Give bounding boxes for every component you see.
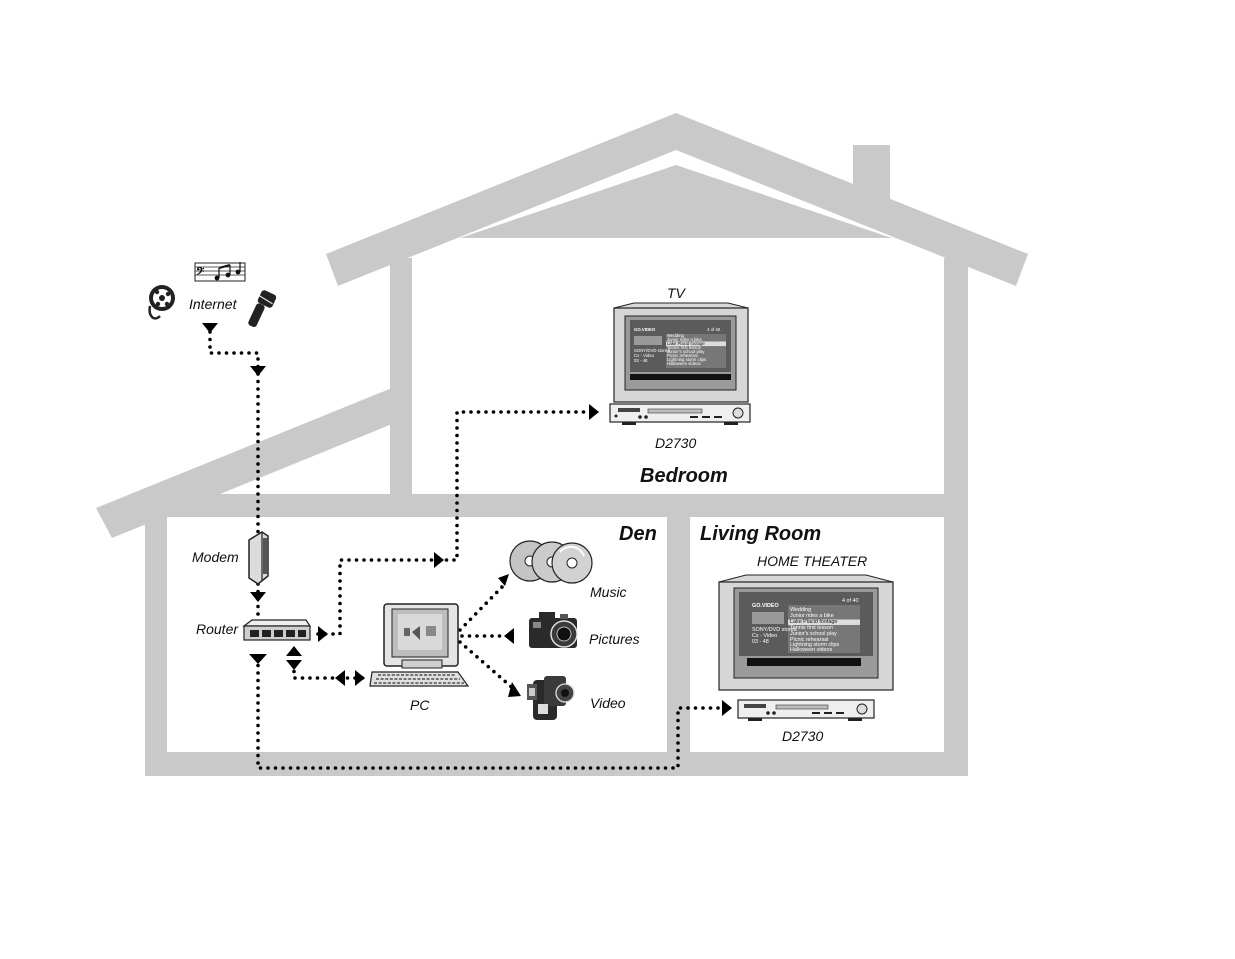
modem-label: Modem <box>192 549 239 565</box>
pictures-label: Pictures <box>589 631 640 647</box>
arrow-pc-up <box>286 646 302 656</box>
arrow-bedroom-player <box>589 404 599 420</box>
bedroom-label: Bedroom <box>640 465 728 487</box>
ht-menu-brand: GO.VIDEO <box>752 603 779 609</box>
tv-menu-item: Halloween videos <box>667 361 701 366</box>
tv-menu-counter: 4 of 40 <box>707 327 721 332</box>
arrow-video <box>508 682 521 697</box>
cd-icon <box>509 540 593 584</box>
ht-menu-side: SONY/DVD stored <box>752 627 797 633</box>
link-router-livingroom <box>256 656 732 770</box>
arrowheads <box>202 323 732 716</box>
arrow-pictures <box>504 628 514 644</box>
dvd-player-icon <box>609 403 751 425</box>
den-label: Den <box>619 523 657 545</box>
ht-menu-item: Junior's school play <box>790 631 837 637</box>
ht-menu-side: 03 - 48 <box>752 639 769 645</box>
ht-menu-item: Halloween videos <box>790 647 833 653</box>
svg-text:𝄢: 𝄢 <box>196 265 205 280</box>
tv-menu-item: Picnic rehearsal <box>667 353 698 358</box>
tv-menu-item-selected: Lake Placid footage <box>667 341 705 346</box>
arrow-den-to-bedroom <box>434 552 444 568</box>
music-label: Music <box>590 584 627 600</box>
microphone-icon <box>248 290 277 328</box>
arrow-router-in <box>250 592 266 602</box>
ht-menu-item: Picnic rehearsal <box>790 637 828 643</box>
internet-label: Internet <box>189 296 238 312</box>
video-label: Video <box>590 695 626 711</box>
arrow-router-right <box>318 626 328 642</box>
ht-menu-item: Wedding <box>790 607 811 613</box>
tv-menu-side: Cx - Video <box>634 353 655 358</box>
living-player-label: D2730 <box>782 728 823 744</box>
tv-menu-item: Lightning storm clips <box>667 357 706 362</box>
router-label: Router <box>196 621 239 637</box>
pc-screen-speaker-icon <box>412 626 420 640</box>
tv-menu: GO.VIDEO Wedding Junior rides a bike Lak… <box>634 327 726 368</box>
camera-icon <box>529 612 578 648</box>
tv-menu-item: Tennis first lesson <box>667 345 702 350</box>
tv-menu-side: 03 - 48 <box>634 358 648 363</box>
pc-label: PC <box>410 697 430 713</box>
dvd-player-icon <box>737 699 875 721</box>
home-theater-menu: GO.VIDEO Wedding Junior rides a bike Lak… <box>752 598 860 653</box>
router-icon <box>242 619 312 641</box>
bedroom-player-label: D2730 <box>655 435 696 451</box>
arrow-pc-right <box>355 670 365 686</box>
ht-menu-item: Lightning storm clips <box>790 642 839 648</box>
tv-icon: GO.VIDEO Wedding Junior rides a bike Lak… <box>718 574 894 691</box>
tv-menu-item: Junior rides a bike <box>667 337 702 342</box>
ht-menu-counter: 4 of 40 <box>842 598 859 604</box>
tv-menu-item: Wedding <box>667 333 684 338</box>
chimney <box>853 145 890 215</box>
attic-gable <box>460 165 892 238</box>
living-room-label: Living Room <box>700 523 821 545</box>
tv-label: TV <box>667 285 687 301</box>
arrow-music <box>498 574 509 586</box>
arrow-pc-down <box>286 660 302 670</box>
home-theater-label: HOME THEATER <box>757 553 867 569</box>
upper-wall-left <box>390 258 412 498</box>
arrow-living-player <box>722 700 732 716</box>
pc-icon <box>369 603 470 687</box>
camcorder-icon <box>527 676 575 720</box>
tv-icon: GO.VIDEO Wedding Junior rides a bike Lak… <box>613 302 749 403</box>
upper-wall-right <box>944 258 968 498</box>
music-notes-icon: 𝄢 <box>194 262 246 282</box>
ht-menu-item-selected: Lake Placid footage <box>790 619 837 625</box>
link-pc-music <box>458 582 507 632</box>
ht-menu-item: Tennis first lesson <box>790 625 833 631</box>
link-pc-video <box>458 640 517 692</box>
arrow-modem-in <box>250 366 266 376</box>
arrow-pc-left <box>335 670 345 686</box>
ht-menu-item: Junior rides a bike <box>790 613 834 619</box>
tv-menu-item: Junior's school play <box>667 349 705 354</box>
link-internet-modem <box>208 330 260 542</box>
tv-menu-brand: GO.VIDEO <box>634 327 656 332</box>
ht-menu-side: Cx - Video <box>752 633 777 639</box>
tv-menu-side: SONY/DVD stored <box>634 348 670 353</box>
modem-icon <box>248 531 269 585</box>
film-reel-icon <box>148 285 175 320</box>
arrow-router-out-down <box>249 654 267 664</box>
arrow-internet-down <box>202 323 218 333</box>
